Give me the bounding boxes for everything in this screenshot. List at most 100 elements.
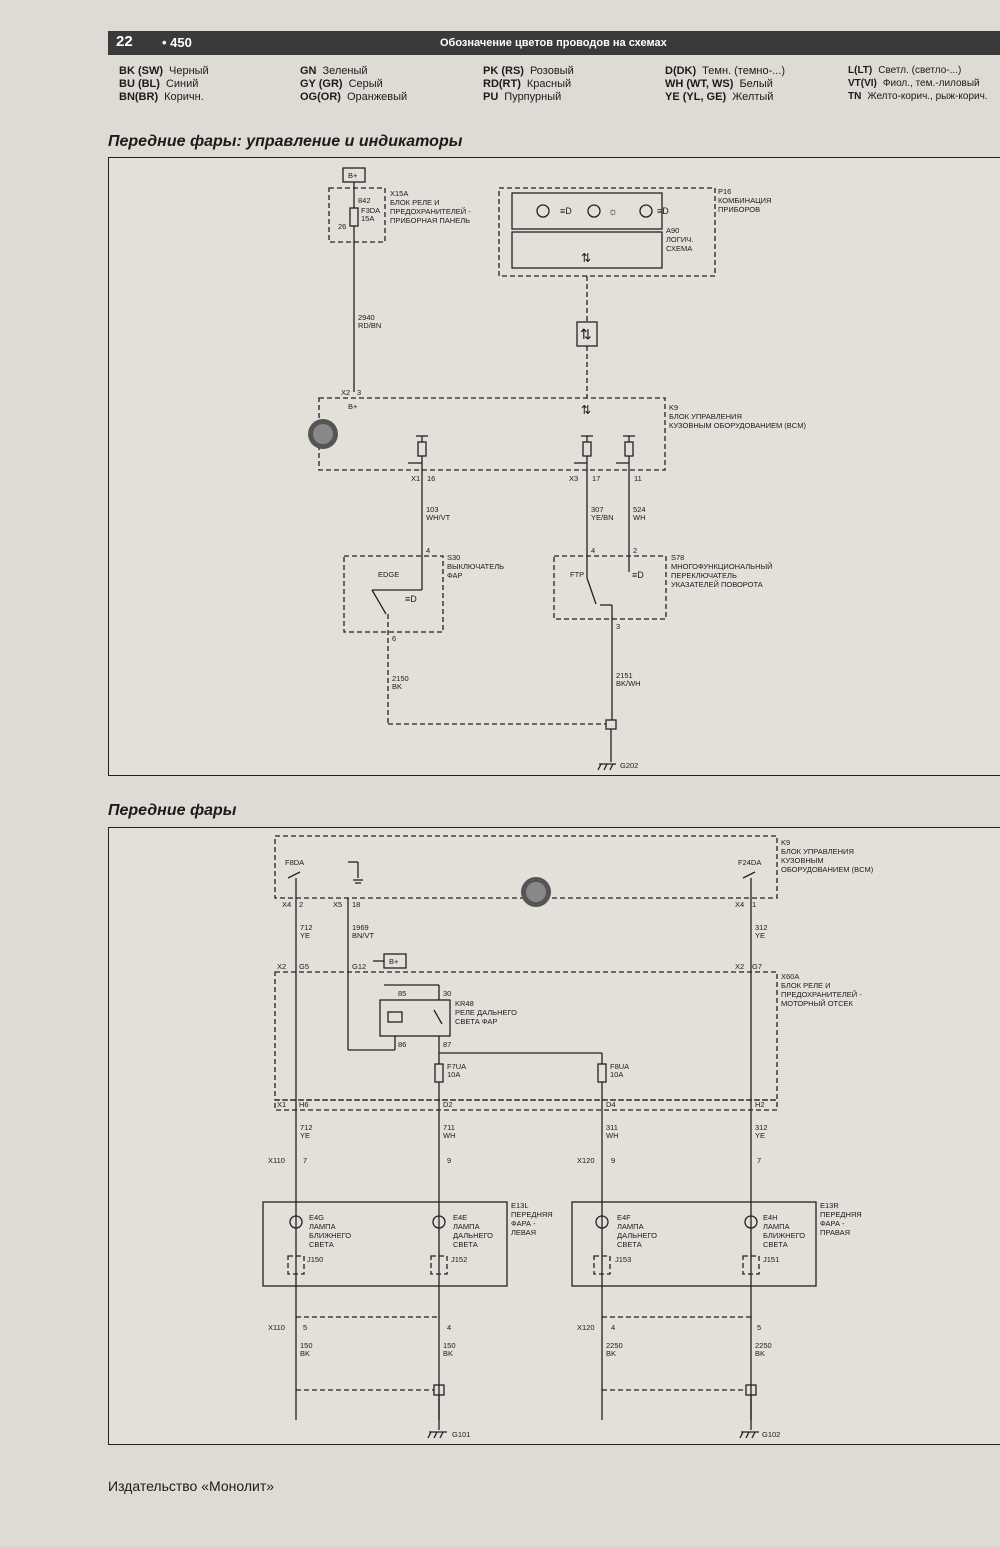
battery-plus-label: B+: [389, 957, 399, 966]
chapter-number: 22: [116, 33, 133, 50]
pin-label: 5: [303, 1323, 307, 1332]
pin-label: 87: [443, 1040, 451, 1049]
wire-number: 2150: [392, 674, 409, 683]
relay-kr48: [379, 999, 451, 1037]
s78-desc: МНОГОФУНКЦИОНАЛЬНЫЙ: [671, 562, 773, 571]
pin-label: 26: [338, 222, 346, 231]
lowbeam-indicator-icon: ≡D: [560, 206, 572, 216]
legend-item: PK (RS)Розовый: [483, 65, 574, 77]
connector-label: J152: [451, 1255, 467, 1264]
wire-color: BK: [392, 682, 402, 691]
pin-label: 2: [299, 900, 303, 909]
x15a-desc: ПРИБОРНАЯ ПАНЕЛЬ: [390, 216, 470, 225]
lamp-icon: [289, 1215, 303, 1229]
headlamp-switch-s30: [343, 555, 444, 633]
lamp-connector: [287, 1255, 305, 1275]
x60a-desc: МОТОРНЫЙ ОТСЕК: [781, 999, 854, 1008]
fuse-block-x15a: [328, 187, 386, 243]
e13l-desc: ЛЕВАЯ: [511, 1228, 536, 1237]
bus-arrows-icon: ⇅: [581, 403, 591, 417]
lamp-icon: [744, 1215, 758, 1229]
connector-label: X2: [735, 962, 744, 971]
legend-item: D(DK)Темн. (темно-...): [665, 65, 786, 77]
p16-desc: КОМБИНАЦИЯ: [718, 196, 771, 205]
pin-label: 6: [392, 634, 396, 643]
connector-label: X5: [333, 900, 342, 909]
pin-label: 86: [398, 1040, 406, 1049]
connector-label: X120: [577, 1156, 595, 1165]
diagram-frame-headlamps: [108, 827, 1000, 1445]
data-link-arrows-icon: ⇅: [581, 251, 591, 265]
ground-label: G101: [452, 1430, 470, 1439]
wire-color: WH: [443, 1131, 456, 1140]
k9-desc: БЛОК УПРАВЛЕНИЯ: [669, 412, 742, 421]
k9-desc: КУЗОВНЫМ ОБОРУДОВАНИЕМ (BCM): [669, 421, 806, 430]
pin-label: H2: [755, 1100, 765, 1109]
lamp-connector: [742, 1255, 760, 1275]
lamp-desc: СВЕТА: [617, 1240, 642, 1249]
connector-label: X2: [277, 962, 286, 971]
s30-desc: ФАР: [447, 571, 463, 580]
lamp-label: E4E: [453, 1213, 467, 1222]
wire-color: BK/WH: [616, 679, 641, 688]
fuse-label: F8UA: [610, 1062, 629, 1071]
pin-label: D4: [606, 1100, 616, 1109]
lamp-desc: ЛАМПА: [453, 1222, 480, 1231]
lamp-desc: БЛИЖНЕГО: [309, 1231, 351, 1240]
wire-color: YE: [755, 931, 765, 940]
battery-plus-label: B+: [348, 171, 358, 180]
wire-color: BN/VT: [352, 931, 375, 940]
wire-number: 712: [300, 923, 313, 932]
connector-label: X2: [341, 388, 350, 397]
wire-number: 311: [606, 1123, 618, 1132]
kr48-desc: СВЕТА ФАР: [455, 1017, 497, 1026]
foglamp-indicator-icon: ☼: [608, 206, 618, 218]
p16-label: P16: [718, 187, 731, 196]
pin-label: 9: [611, 1156, 615, 1165]
e13r-desc: ПЕРЕДНЯЯ: [820, 1210, 862, 1219]
fuse-rating: 10A: [447, 1070, 460, 1079]
x60a-desc: БЛОК РЕЛЕ И: [781, 981, 831, 990]
headlamp-icon: ≡D: [405, 594, 417, 604]
wire-number: 150: [443, 1341, 456, 1350]
fuse-block-x60a: [274, 971, 778, 1101]
pin-label: 1: [752, 900, 756, 909]
k9-desc: ОБОРУДОВАНИЕМ (BCM): [781, 865, 874, 874]
pin-label: G7: [752, 962, 762, 971]
relay-coil: [387, 1011, 403, 1023]
kr48-label: KR48: [455, 999, 474, 1008]
s30-label: S30: [447, 553, 460, 562]
connector-label: J150: [307, 1255, 323, 1264]
s78-desc: ПЕРЕКЛЮЧАТЕЛЬ: [671, 571, 737, 580]
pin-label: 7: [757, 1156, 761, 1165]
switch-label: EDGE: [378, 570, 399, 579]
pin-label: G12: [352, 962, 366, 971]
pin-label: 16: [427, 474, 435, 483]
wire-number: 2940: [358, 313, 375, 322]
wire-color: BK: [606, 1349, 616, 1358]
lamp-icon: [432, 1215, 446, 1229]
diagram-frame-controls: [108, 157, 1000, 776]
fuse-f7ua: [434, 1063, 444, 1083]
connector-label: X3: [569, 474, 578, 483]
x15a-desc: БЛОК РЕЛЕ И: [390, 198, 440, 207]
lamp-icon: [536, 204, 550, 218]
multifunction-switch-s78: [553, 555, 667, 620]
s78-label: S78: [671, 553, 684, 562]
s30-desc: ВЫКЛЮЧАТЕЛЬ: [447, 562, 504, 571]
logic-circuit-a90: [511, 231, 663, 269]
a90-desc: СХЕМА: [666, 244, 692, 253]
e13l-label: E13L: [511, 1201, 529, 1210]
s78-desc: УКАЗАТЕЛЕЙ ПОВОРОТА: [671, 580, 763, 589]
publisher-footer: Издательство «Монолит»: [108, 1478, 275, 1494]
header-title: Обозначение цветов проводов на схемах: [440, 37, 667, 49]
k9-label: K9: [669, 403, 678, 412]
x15a-desc: ПРЕДОХРАНИТЕЛЕЙ -: [390, 207, 471, 216]
fuse-label: F3DA: [361, 206, 380, 215]
x60a-desc: ПРЕДОХРАНИТЕЛЕЙ -: [781, 990, 862, 999]
